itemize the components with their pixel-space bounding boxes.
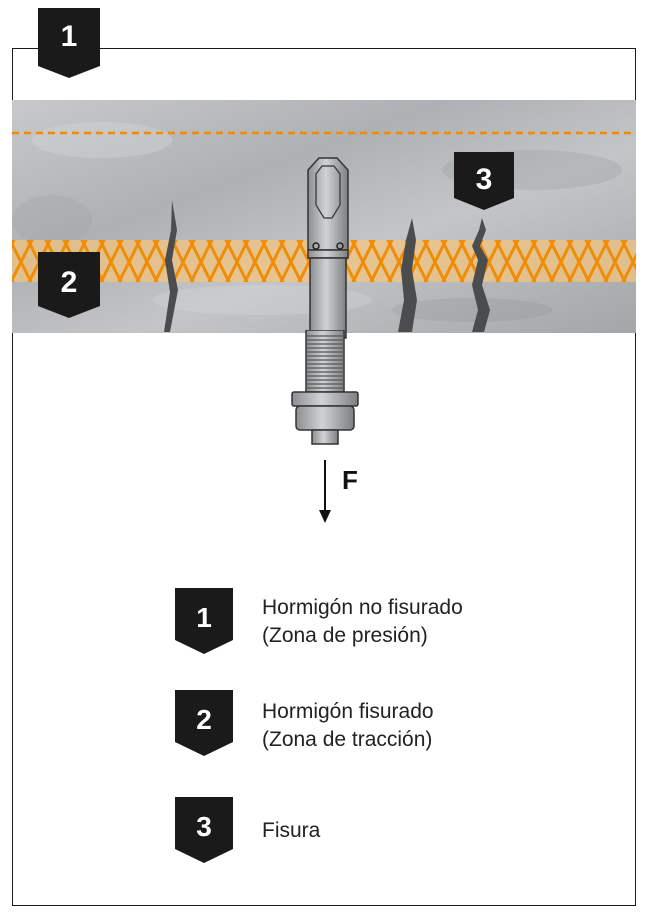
bolt-washer xyxy=(291,391,359,407)
concrete-diagram: 2 3 xyxy=(12,100,636,339)
crack-1 xyxy=(164,200,178,332)
legend-item-3-label: Fisura xyxy=(262,817,320,845)
legend-item-2-line2: (Zona de tracción) xyxy=(262,728,433,751)
legend-item-3-line1: Fisura xyxy=(262,819,321,842)
crack-3 xyxy=(472,218,490,332)
crack-badge: 3 xyxy=(454,152,514,210)
legend-item-2-number: 2 xyxy=(196,704,212,735)
legend-item-1-line2: (Zona de presión) xyxy=(262,624,428,647)
badge-shape xyxy=(38,8,100,78)
legend-item-1-line1: Hormigón no fisurado xyxy=(262,596,463,619)
crack-badge-number: 3 xyxy=(476,163,493,196)
legend-item-2-badge: 2 xyxy=(175,690,233,756)
legend-item-1-badge: 1 xyxy=(175,588,233,654)
figure-number-badge: 1 xyxy=(38,8,100,78)
anchor-bolt xyxy=(307,157,349,339)
force-label: F xyxy=(342,465,358,495)
legend-item-1-label: Hormigón no fisurado (Zona de presión) xyxy=(262,594,463,650)
force-arrow xyxy=(319,460,331,523)
legend-item-2-line1: Hormigón fisurado xyxy=(262,700,434,723)
bolt-nut xyxy=(295,405,355,431)
tension-zone-badge: 2 xyxy=(38,252,100,318)
legend-item-2-label: Hormigón fisurado (Zona de tracción) xyxy=(262,698,434,754)
crack-2 xyxy=(398,218,417,332)
anchor-bolt-lower xyxy=(291,330,359,523)
legend-item-3-number: 3 xyxy=(196,811,212,842)
figure-number: 1 xyxy=(60,20,78,53)
legend-item-1-number: 1 xyxy=(196,602,212,633)
tension-zone-badge-number: 2 xyxy=(61,266,78,299)
bolt-thread xyxy=(306,335,344,389)
legend-item-3-badge: 3 xyxy=(175,797,233,863)
